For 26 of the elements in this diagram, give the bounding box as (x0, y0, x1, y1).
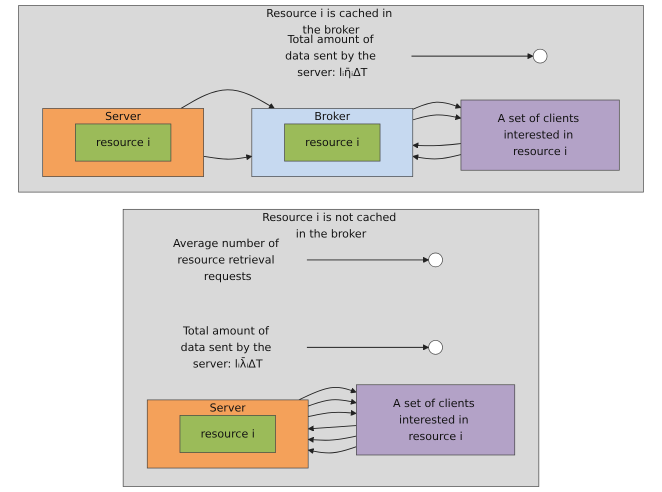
node-box: resource i (284, 124, 380, 162)
arrow (308, 446, 357, 454)
arrow (203, 154, 252, 160)
node-ellipse (428, 340, 443, 355)
node-box: resource i (75, 124, 172, 162)
arrow (306, 256, 429, 263)
arrow (308, 436, 357, 443)
arrow (308, 398, 357, 406)
node-box: A set of clients interested in resource i (460, 100, 620, 171)
arrow (412, 154, 462, 160)
arrow (412, 102, 462, 110)
node-ellipse (532, 48, 548, 64)
arrow (412, 114, 462, 120)
arrow (308, 425, 357, 432)
node-text: Total amount of data sent by the server: lᵢη̄ᵢΔT (285, 32, 376, 79)
arrow (306, 344, 429, 350)
node-text: Total amount of data sent by the server: lᵢλ̄ᵢΔT (180, 324, 272, 370)
arrow (412, 142, 462, 149)
arrow (308, 410, 357, 418)
node-text: Average number of resource retrieval requests (173, 236, 279, 283)
arrow (180, 89, 275, 109)
node-ellipse (428, 252, 443, 268)
node-box: A set of clients interested in resource i (356, 384, 516, 456)
arrow (298, 386, 357, 400)
arrow (411, 53, 534, 60)
node-box: resource i (180, 415, 276, 453)
